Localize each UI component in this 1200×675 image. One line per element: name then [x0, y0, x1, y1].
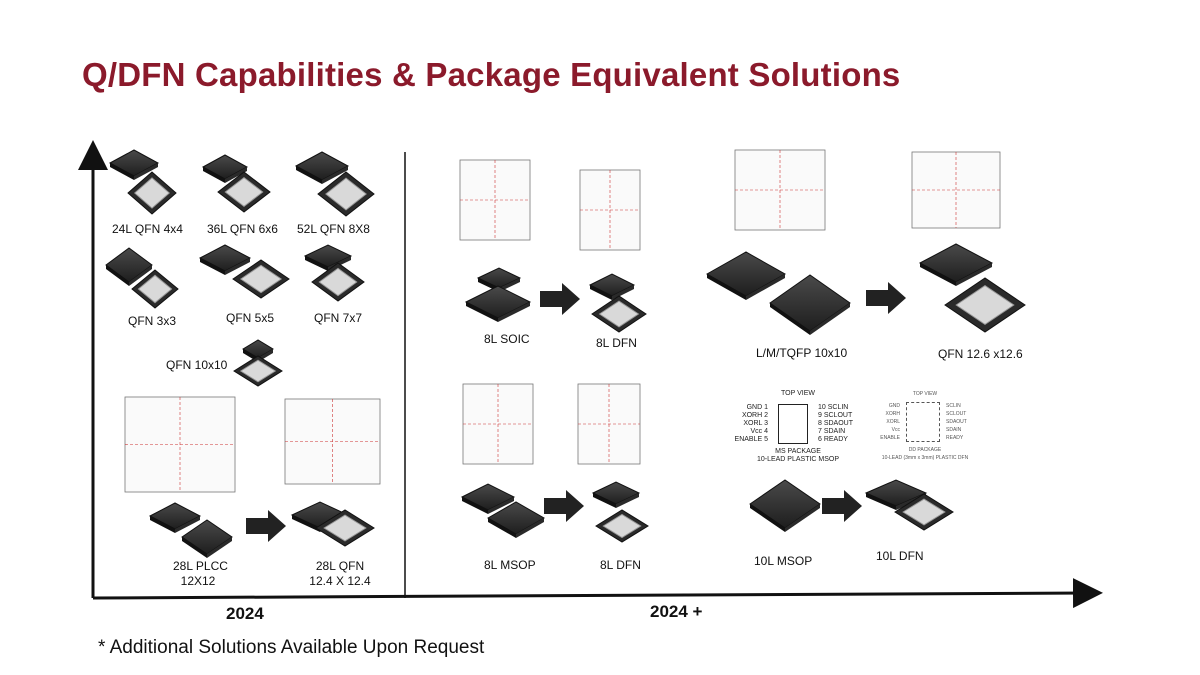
qfn-8x8-chip-icon: [294, 151, 350, 181]
label-qfn-5x5: QFN 5x5: [226, 311, 275, 325]
msop-left-pins: GND 1 XORH 2 XORL 3 Vcc 4 ENABLE 5: [728, 404, 768, 444]
dfn-caption: 10-LEAD (3mm x 3mm) PLASTIC DFN: [881, 455, 969, 461]
transition-arrow-icon: [544, 490, 584, 522]
msop-pin: 9 SCLOUT: [818, 412, 853, 419]
soic-chip-icon-2: [464, 285, 532, 319]
label-8l-msop: 8L MSOP: [484, 558, 536, 572]
label-8l-dfn-a: 8L DFN: [596, 336, 637, 350]
label-qfn-10x10: QFN 10x10: [166, 358, 228, 372]
tqfp-chip-icon-2: [769, 274, 851, 332]
label-10l-dfn: 10L DFN: [876, 549, 924, 563]
dfn-pin: READY: [946, 435, 964, 441]
msop-pin: 8 SDAOUT: [818, 420, 854, 427]
msop8-chip-icon: [460, 483, 516, 511]
dfn-right-pins: SCLIN SCLOUT SDAOUT SDAIN READY: [946, 402, 980, 442]
dfn-pin: SCLOUT: [946, 411, 967, 417]
msop-pin: 7 SDAIN: [818, 428, 846, 435]
msop-pin: XORH 2: [741, 412, 768, 419]
transition-arrow-icon: [246, 510, 286, 542]
label-plcc: 28L PLCC 12X12: [173, 559, 228, 589]
label-8l-soic: 8L SOIC: [484, 332, 530, 346]
dfn-pin: ENABLE: [880, 435, 900, 441]
label-qfn-8x8: 52L QFN 8X8: [297, 222, 370, 236]
soic-chip-icon: [476, 267, 522, 289]
msop-pinout-header: TOP VIEW: [781, 390, 815, 397]
dfn-caption: DD PACKAGE: [908, 447, 942, 453]
label-qfn28-size: 12.4 X 12.4: [309, 574, 371, 588]
label-plcc-name: 28L PLCC: [173, 559, 228, 573]
plcc-chip-icon: [148, 502, 202, 530]
dfn8-chip-icon: [588, 273, 636, 297]
axis-label-2024-plus: 2024 +: [650, 602, 703, 621]
msop-pin: 10 SCLIN: [818, 404, 849, 411]
dfn-body: [906, 402, 940, 442]
msop-pinout: TOP VIEW GND 1 XORH 2 XORL 3 Vcc 4 ENABL…: [728, 390, 868, 464]
qfn126-chip-icon: [918, 243, 994, 283]
msop-pin: GND 1: [746, 404, 768, 411]
label-8l-dfn-b: 8L DFN: [600, 558, 641, 572]
label-qfn-4x4: 24L QFN 4x4: [112, 222, 183, 236]
label-qfn-28: 28L QFN 12.4 X 12.4: [308, 559, 372, 589]
dfn-pin: SDAOUT: [946, 419, 967, 425]
dfn-pinout-header: TOP VIEW: [912, 391, 938, 397]
x-axis: [92, 578, 1103, 609]
msop-right-pins: 10 SCLIN 9 SCLOUT 8 SDAOUT 7 SDAIN 6 REA…: [818, 404, 868, 444]
msop-pin: XORL 3: [743, 420, 768, 427]
dfn-pin: GND: [888, 403, 900, 409]
msop-caption: 10-LEAD PLASTIC MSOP: [756, 456, 840, 463]
msop-body: [778, 404, 808, 444]
footnote: * Additional Solutions Available Upon Re…: [98, 637, 485, 658]
label-qfn-3x3: QFN 3x3: [128, 314, 177, 328]
msop-pin: 6 READY: [818, 436, 848, 443]
label-qfn-6x6: 36L QFN 6x6: [207, 222, 278, 236]
dfn-pin: XORH: [885, 411, 900, 417]
label-qfn28-name: 28L QFN: [315, 559, 365, 573]
tqfp-chip-icon: [705, 251, 787, 297]
dfn-pin: Vcc: [891, 427, 900, 433]
dfn-pinout: TOP VIEW GND XORH XORL Vcc ENABLE SCLIN …: [870, 390, 980, 462]
msop10-chip-icon: [749, 479, 821, 529]
label-qfn-7x7: QFN 7x7: [314, 311, 363, 325]
qfn-5x5-chip-icon: [198, 244, 252, 272]
dfn-pin: XORL: [886, 419, 900, 425]
qfn-4x4-chip-icon: [108, 149, 160, 177]
transition-arrow-icon: [866, 282, 906, 314]
transition-arrow-icon: [822, 490, 862, 522]
transition-arrow-icon: [540, 283, 580, 315]
label-plcc-size: 12X12: [180, 574, 216, 588]
qfn-3x3-chip-icon: [105, 247, 153, 283]
dfn-pin: SDAIN: [946, 427, 962, 433]
msop-pin: Vcc 4: [750, 428, 768, 435]
label-10l-msop: 10L MSOP: [754, 554, 813, 568]
dfn8b-chip-icon: [591, 481, 641, 505]
msop-caption: MS PACKAGE: [775, 448, 821, 455]
page-title: Q/DFN Capabilities & Package Equivalent …: [82, 56, 901, 93]
qfn-7x7-chip-icon: [303, 244, 353, 268]
label-tqfp: L/M/TQFP 10x10: [756, 346, 848, 360]
msop-pin: ENABLE 5: [734, 436, 768, 443]
label-qfn-12-6: QFN 12.6 x12.6: [938, 347, 1023, 361]
dfn-pin: SCLIN: [946, 403, 961, 409]
axis-label-2024: 2024: [226, 604, 264, 623]
dfn-left-pins: GND XORH XORL Vcc ENABLE: [870, 402, 900, 442]
